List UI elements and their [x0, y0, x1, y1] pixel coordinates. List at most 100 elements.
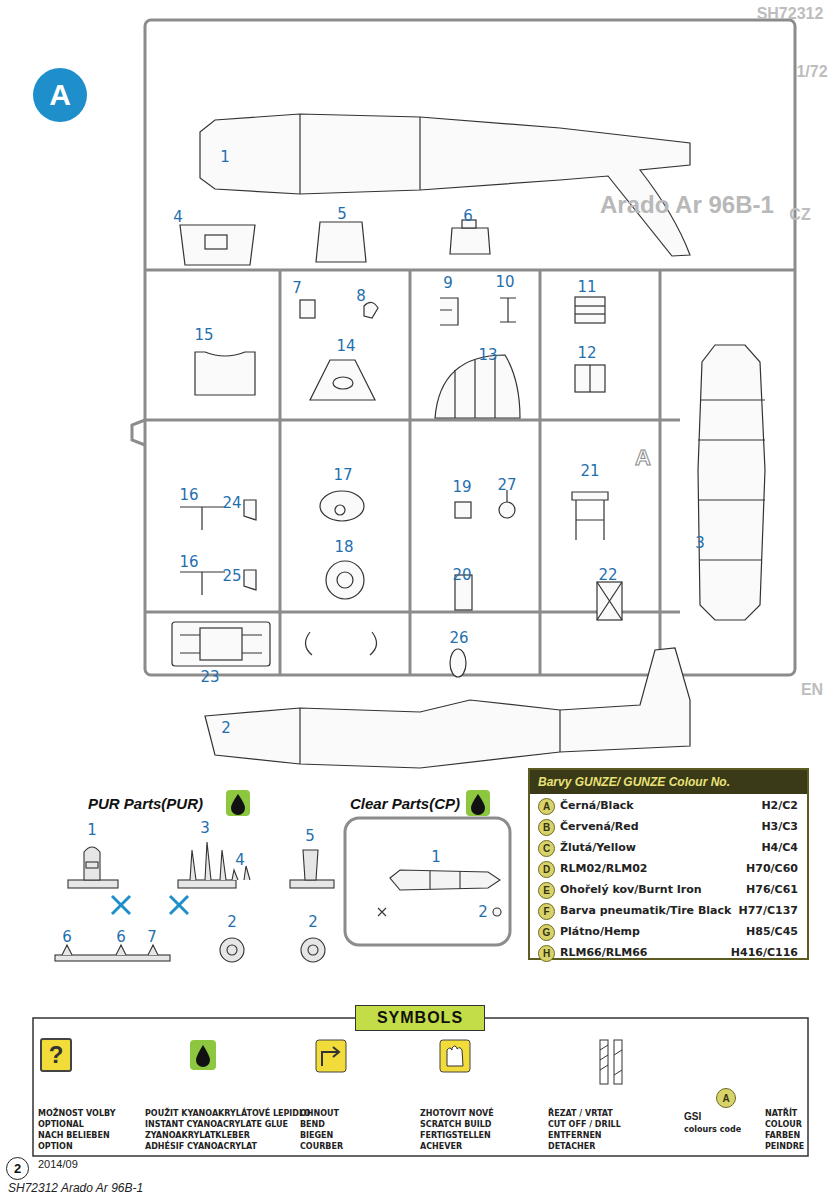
callout-number: 24	[222, 494, 241, 512]
pur-parts	[55, 955, 170, 961]
callout-number: 8	[356, 287, 366, 305]
callout-number: 19	[452, 478, 471, 496]
label-text: H2/C2	[761, 798, 798, 811]
label-text: ADHÉSIF CYANOACRYLAT	[145, 1142, 257, 1151]
glue-icon	[226, 790, 490, 816]
part-outline	[700, 399, 765, 400]
part-outline	[450, 649, 466, 677]
omit-marks	[112, 896, 130, 914]
label-text: ZYANOAKRYLATKLEBER	[145, 1131, 250, 1140]
omit-marks	[170, 896, 188, 914]
clear-canopy	[493, 908, 501, 916]
label-text: Arado Ar 96B-1	[600, 191, 774, 219]
callout-number: 7	[147, 928, 157, 946]
omit-marks	[170, 896, 188, 914]
part-outline	[559, 710, 560, 752]
part-outline	[335, 505, 345, 515]
sprue-letter: A	[33, 68, 87, 122]
label-text: GSI	[684, 1111, 701, 1122]
label-text: ZHOTOVIT NOVÉ	[420, 1109, 494, 1118]
callout-number: 15	[194, 326, 213, 344]
part-outline	[597, 582, 622, 620]
callout-number: 5	[305, 827, 315, 845]
callout-number: 18	[334, 538, 353, 556]
symbols-frame	[33, 1018, 808, 1156]
label-text: ENTFERNEN	[548, 1131, 602, 1140]
part-outline	[440, 298, 458, 325]
part-outline	[700, 559, 762, 560]
node-text: H	[543, 948, 550, 959]
pur-parts	[62, 945, 158, 955]
symbol-icons	[614, 1050, 622, 1075]
part-outline	[180, 507, 225, 530]
callout-number: 6	[116, 928, 126, 946]
label-text: BEND	[300, 1120, 325, 1129]
label-text: POUŽIT KYANOAKRYLÁTOVÉ LEPIDLO	[145, 1109, 311, 1118]
sprue-frame	[539, 270, 542, 675]
callout-number: 4	[173, 208, 183, 226]
label-text: Červená/Red	[560, 819, 639, 832]
symbol-icons	[196, 1045, 210, 1067]
label-text: SCRATCH BUILD	[420, 1120, 491, 1129]
part-outline	[572, 492, 608, 540]
part-outline	[450, 228, 490, 254]
callout-number: 27	[497, 476, 516, 494]
label-text: 2014/09	[38, 1158, 78, 1170]
symbol-icons	[190, 1040, 216, 1070]
pur-parts	[220, 938, 244, 962]
clear-canopy	[459, 871, 460, 889]
label-text: Ohořelý kov/Burnt Iron	[560, 882, 702, 895]
callout-number: 16	[179, 553, 198, 571]
symbol-icons	[447, 1046, 463, 1066]
part-outline	[455, 502, 471, 518]
part-outline	[698, 439, 765, 440]
part-outline	[370, 632, 377, 655]
omit-marks	[112, 896, 188, 914]
symbol-icons	[600, 1045, 608, 1070]
optional-symbol: ?	[40, 1038, 72, 1072]
pur-parts	[190, 842, 226, 880]
sprue-frame	[659, 270, 662, 675]
sprue-frame	[279, 270, 282, 675]
part-outline	[205, 648, 690, 768]
callout-number: 13	[478, 346, 497, 364]
label-text: SH72312 Arado Ar 96B-1	[8, 1181, 143, 1195]
part-outline	[300, 300, 315, 318]
callout-number: 5	[337, 205, 347, 223]
glue-icon	[466, 790, 490, 816]
node-text: F	[543, 906, 549, 917]
callout-number: 2	[478, 903, 488, 921]
part-outline	[244, 500, 256, 520]
colour-letter: F	[538, 903, 555, 920]
label-text: EN	[801, 681, 823, 699]
callout-number: 1	[220, 148, 230, 166]
part-outline	[333, 377, 353, 389]
callout-number: 7	[292, 279, 302, 297]
symbol-icons	[190, 1040, 622, 1084]
part-outline	[419, 117, 420, 190]
callout-number: 2	[221, 719, 231, 737]
colour-letter: D	[538, 861, 555, 878]
node-text: 2	[14, 1161, 21, 1176]
label-text: H3/C3	[761, 819, 798, 832]
pur-parts	[303, 850, 318, 880]
callout-number: 12	[577, 344, 596, 362]
callout-number: 3	[200, 819, 210, 837]
pur-parts	[290, 880, 334, 888]
label-text: COLOUR	[765, 1120, 802, 1129]
omit-marks	[112, 896, 130, 914]
page-number: 2	[6, 1157, 29, 1180]
label-text: Barva pneumatik/Tire Black	[560, 903, 731, 916]
symbols-frame	[33, 1018, 808, 1156]
pur-parts	[55, 842, 334, 962]
pur-parts	[178, 880, 236, 888]
colour-letter: H	[538, 945, 555, 962]
label-text: SH72312	[757, 5, 824, 23]
label-text: CUT OFF / DRILL	[548, 1120, 621, 1129]
symbol-icons	[440, 1040, 470, 1072]
part-outline	[597, 582, 622, 620]
label-text: BIEGEN	[300, 1131, 333, 1140]
label-text: RLM66/RLM66	[560, 945, 647, 958]
callout-number: 25	[222, 567, 241, 585]
clear-parts	[345, 818, 510, 945]
